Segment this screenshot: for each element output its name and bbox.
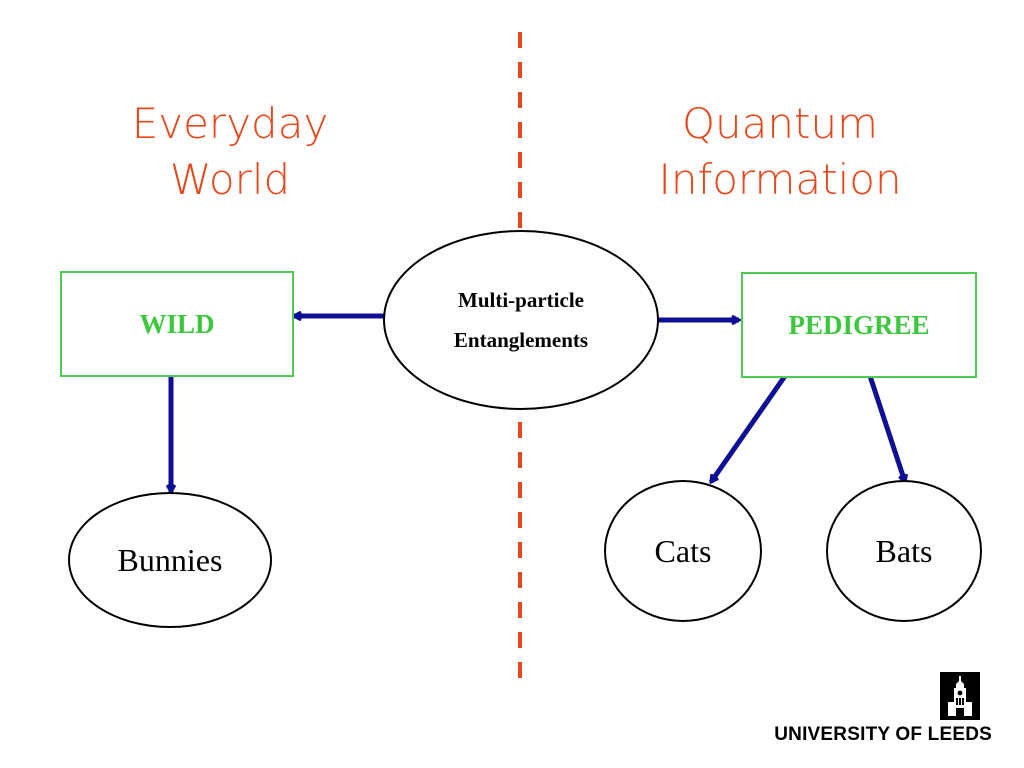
bats-node: Bats	[826, 480, 982, 622]
wild-label: WILD	[139, 308, 215, 339]
bats-label: Bats	[875, 532, 933, 569]
center-label-line-2: Entanglements	[453, 328, 589, 352]
wild-box: WILD	[60, 271, 294, 377]
pedigree-box: PEDIGREE	[741, 272, 977, 378]
heading-everyday-world: Everyday World	[100, 96, 360, 208]
center-label-line-1: Multi-particle	[458, 288, 584, 312]
cats-node: Cats	[604, 480, 762, 622]
multi-particle-entanglements-node: Multi-particle Entanglements	[383, 230, 659, 410]
heading-right-line-2: Information	[658, 155, 902, 204]
heading-left-line-1: Everyday	[131, 99, 329, 148]
university-logo: UNIVERSITY OF LEEDS	[732, 672, 992, 752]
heading-right-line-1: Quantum	[681, 99, 879, 148]
bunnies-node: Bunnies	[68, 492, 272, 628]
arrow-pedigree-to-bats	[867, 375, 905, 482]
bunnies-label: Bunnies	[117, 541, 223, 578]
arrow-pedigree-to-cats	[708, 374, 788, 482]
heading-left-line-2: World	[169, 155, 291, 204]
cats-label: Cats	[654, 532, 712, 569]
university-name: UNIVERSITY OF LEEDS	[774, 724, 992, 745]
heading-quantum-information: Quantum Information	[630, 96, 930, 208]
pedigree-label: PEDIGREE	[788, 309, 930, 340]
leeds-parkinson-tower-icon	[940, 672, 980, 720]
